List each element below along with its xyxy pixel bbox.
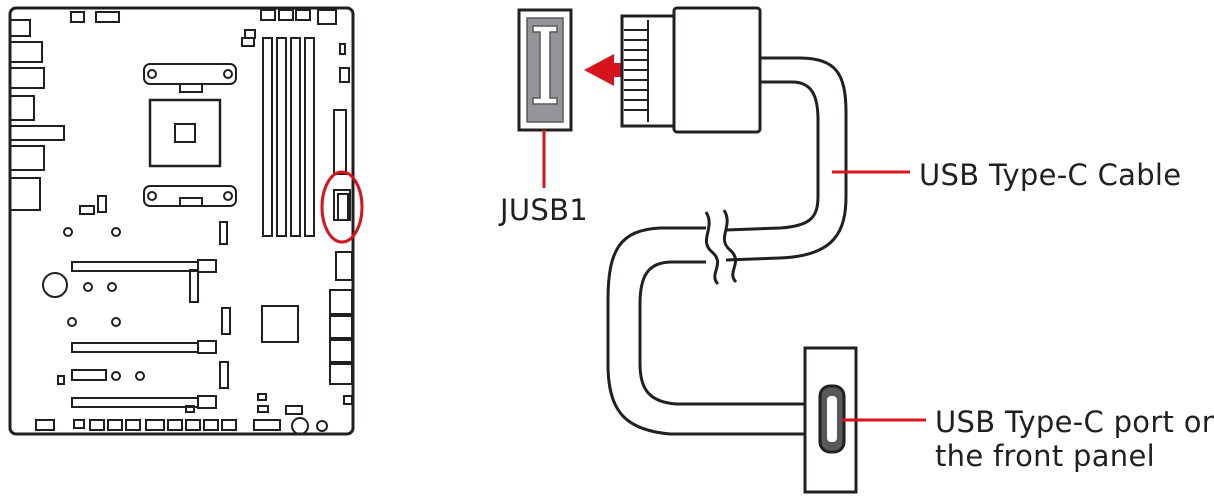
- jusb1-connector: [517, 8, 573, 132]
- usb-type-c-cable: [606, 56, 848, 436]
- arrow-left-icon: [584, 54, 636, 86]
- motherboard: [8, 6, 355, 436]
- cable-plug: [620, 6, 762, 134]
- front-port-label: USB Type-C port on the front panel: [935, 405, 1214, 473]
- red-ellipse-highlight: [320, 170, 364, 244]
- front-port-label-line2: the front panel: [935, 439, 1155, 473]
- jusb1-header-on-board: [333, 189, 351, 221]
- cable-label: USB Type-C Cable: [919, 158, 1182, 192]
- front-port-label-line1: USB Type-C port on: [935, 405, 1214, 439]
- jusb1-label: JUSB1: [500, 193, 589, 227]
